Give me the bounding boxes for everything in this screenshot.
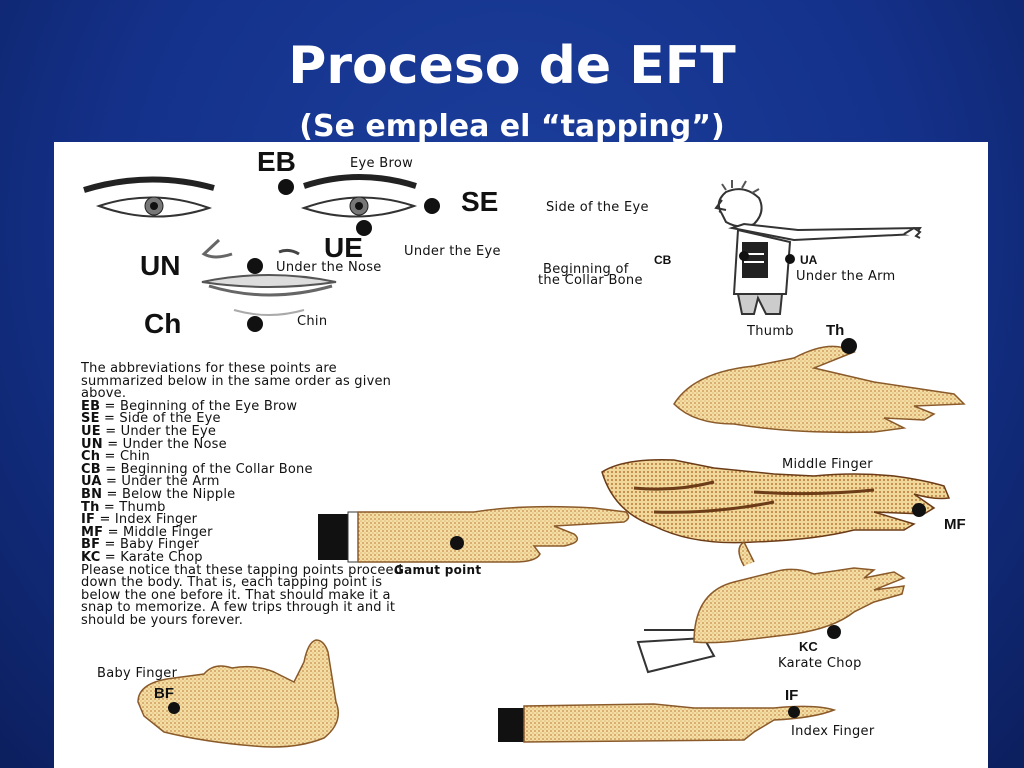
if-abbr: IF bbox=[785, 687, 799, 704]
eb-abbr: EB bbox=[257, 146, 296, 177]
abbr-item: MF = Middle Finger bbox=[81, 524, 213, 540]
person-illustration bbox=[714, 180, 922, 315]
un-point bbox=[247, 258, 263, 274]
abbr-item: BF = Baby Finger bbox=[81, 537, 200, 553]
mf-abbr: MF bbox=[944, 516, 966, 533]
ch-label: Chin bbox=[297, 314, 328, 329]
abbr-item: IF = Index Finger bbox=[81, 512, 198, 528]
gamut-hand-illustration bbox=[318, 505, 630, 563]
face-illustration bbox=[83, 174, 440, 332]
th-abbr: Th bbox=[826, 322, 845, 339]
slide-title: Proceso de EFT bbox=[288, 36, 736, 96]
abbr-item: KC = Karate Chop bbox=[81, 549, 203, 565]
cb-point bbox=[739, 251, 749, 261]
index-finger-hand-illustration bbox=[498, 703, 837, 743]
abbr-item: Th = Thumb bbox=[81, 499, 166, 515]
intro-line: summarized below in the same order as gi… bbox=[81, 373, 392, 389]
ch-point bbox=[247, 316, 263, 332]
thumb-hand-illustration bbox=[673, 338, 966, 434]
ua-label: Under the Arm bbox=[796, 269, 896, 284]
eb-label: Eye Brow bbox=[350, 156, 414, 171]
ch-abbr: Ch bbox=[144, 308, 182, 339]
abbr-item: BN = Below the Nipple bbox=[81, 486, 236, 502]
abbreviations-list: The abbreviations for these points are s… bbox=[81, 361, 403, 628]
if-point bbox=[788, 706, 800, 718]
abbr-item: UE = Under the Eye bbox=[81, 423, 217, 439]
ue-point bbox=[356, 220, 372, 236]
intro-line: above. bbox=[81, 386, 127, 402]
ua-abbr: UA bbox=[800, 253, 818, 267]
kc-abbr: KC bbox=[799, 639, 818, 654]
ua-point bbox=[785, 254, 795, 264]
abbr-item: Ch = Chin bbox=[81, 449, 150, 465]
th-label: Thumb bbox=[747, 324, 794, 339]
ue-label: Under the Eye bbox=[404, 244, 501, 259]
abbr-item: UN = Under the Nose bbox=[81, 436, 227, 452]
slide-subtitle: (Se emplea el “tapping”) bbox=[299, 109, 725, 144]
abbr-item: UA = Under the Arm bbox=[81, 474, 220, 490]
se-abbr: SE bbox=[461, 186, 499, 217]
notice-line: snap to memorize. A few trips through it… bbox=[81, 600, 396, 616]
if-label: Index Finger bbox=[791, 724, 875, 739]
abbr-item: EB = Beginning of the Eye Brow bbox=[81, 398, 298, 414]
se-label: Side of the Eye bbox=[546, 200, 649, 215]
middle-finger-hand-illustration bbox=[601, 459, 951, 544]
abbr-item: SE = Side of the Eye bbox=[81, 411, 221, 427]
intro-line: The abbreviations for these points are bbox=[81, 361, 337, 376]
cb-label-1: Beginning of bbox=[543, 262, 629, 277]
notice-line: below the one before it. That should mak… bbox=[81, 587, 391, 603]
abbr-item: CB = Beginning of the Collar Bone bbox=[81, 461, 313, 477]
un-abbr: UN bbox=[140, 250, 181, 281]
karate-chop-hand-illustration bbox=[636, 540, 906, 674]
eft-diagram-panel: EB Eye Brow SE Side of the Eye UE Under … bbox=[54, 142, 988, 768]
baby-finger-hand-illustration bbox=[137, 639, 339, 748]
notice-line: Please notice that these tapping points … bbox=[81, 562, 403, 578]
kc-label: Karate Chop bbox=[778, 656, 862, 671]
gamut-point bbox=[450, 536, 464, 550]
mf-point bbox=[912, 503, 926, 517]
notice-line: should be yours forever. bbox=[81, 612, 244, 628]
mf-label: Middle Finger bbox=[782, 457, 873, 472]
cb-abbr: CB bbox=[654, 253, 672, 267]
kc-point bbox=[827, 625, 841, 639]
notice-line: down the body. That is, each tapping poi… bbox=[81, 575, 383, 591]
eb-point bbox=[278, 179, 294, 195]
th-point bbox=[841, 338, 857, 354]
un-label: Under the Nose bbox=[276, 260, 382, 275]
bf-point bbox=[168, 702, 180, 714]
gamut-label: Gamut point bbox=[394, 563, 482, 577]
se-point bbox=[424, 198, 440, 214]
cb-label-2: the Collar Bone bbox=[538, 273, 643, 288]
bf-label: Baby Finger bbox=[97, 666, 178, 681]
bf-abbr: BF bbox=[154, 685, 174, 702]
eft-illustration bbox=[83, 174, 966, 748]
ue-abbr: UE bbox=[324, 232, 363, 263]
